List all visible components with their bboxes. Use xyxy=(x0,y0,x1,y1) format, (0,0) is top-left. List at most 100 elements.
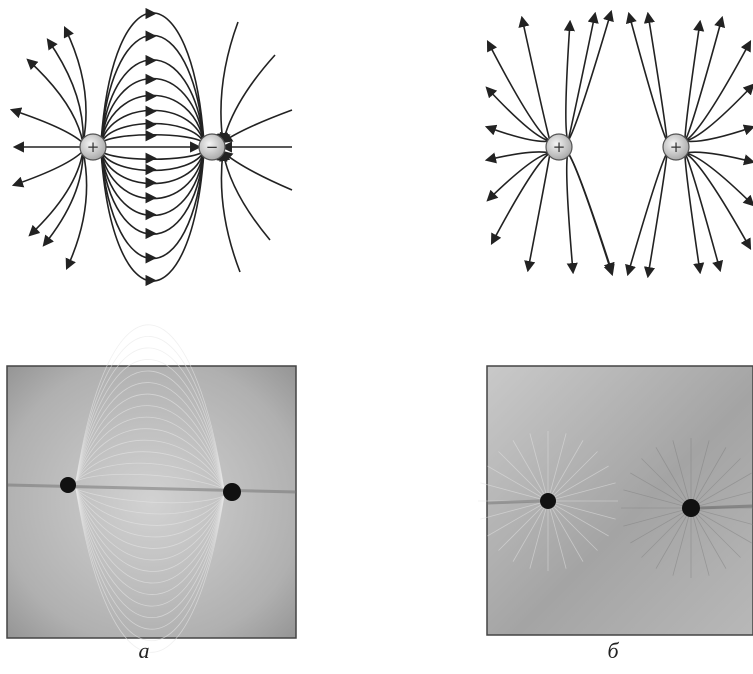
caption-b: б xyxy=(607,638,619,663)
photo-streak xyxy=(75,488,225,504)
photo-streak xyxy=(75,488,225,607)
photo-streak xyxy=(690,490,753,509)
photo-streak xyxy=(75,473,225,490)
photo-streak xyxy=(75,347,225,490)
photo-streak xyxy=(630,472,692,509)
field-line xyxy=(563,19,575,142)
field-line xyxy=(100,122,205,144)
field-line xyxy=(567,152,615,275)
photo-axis xyxy=(699,504,753,510)
photo-streak xyxy=(498,500,549,551)
charge: − xyxy=(198,133,226,161)
charge-sign: + xyxy=(670,138,683,156)
field-line xyxy=(625,11,668,142)
photo-streak xyxy=(547,465,609,502)
photo-streak xyxy=(623,507,692,527)
photo-streak xyxy=(547,500,609,537)
photo-streak xyxy=(547,482,616,502)
photo-charge-right xyxy=(682,499,700,517)
photo-streak xyxy=(487,465,549,502)
photo-streak xyxy=(75,405,225,490)
field-line xyxy=(100,34,205,144)
photo-streak xyxy=(690,447,727,509)
photo-streak xyxy=(75,488,225,572)
photo-streak xyxy=(75,488,225,630)
field-line xyxy=(567,152,615,277)
photo-charge-left xyxy=(540,493,556,509)
field-line xyxy=(485,86,551,142)
photo-streak xyxy=(690,458,741,509)
charge-circle xyxy=(198,133,226,161)
photo-streak xyxy=(75,488,225,595)
photo-charge-left xyxy=(60,477,76,493)
field-line xyxy=(63,25,87,144)
charge-sign: − xyxy=(206,138,219,156)
field-line xyxy=(65,150,88,271)
photo-streak xyxy=(547,433,567,502)
photo-streak xyxy=(75,488,225,561)
photo-streak xyxy=(487,500,549,537)
field-line xyxy=(486,152,551,202)
charge: + xyxy=(79,133,107,161)
field-line xyxy=(100,150,205,260)
photo-streak xyxy=(623,489,692,509)
photo-streak xyxy=(75,324,225,490)
charge: + xyxy=(662,133,690,161)
photo-streak xyxy=(512,500,549,562)
photo-streak xyxy=(480,500,549,520)
photo-streak xyxy=(529,433,549,502)
field-line xyxy=(625,152,668,277)
charge: + xyxy=(545,133,573,161)
photo-streak xyxy=(75,359,225,490)
field-line xyxy=(486,40,551,142)
photo-streak xyxy=(75,382,225,490)
field-line xyxy=(684,83,753,142)
photo-axis xyxy=(7,483,297,494)
like-charges-photo xyxy=(478,365,753,636)
photo-streak xyxy=(75,416,225,490)
photo-streak xyxy=(690,507,752,544)
field-line xyxy=(26,58,84,144)
dipole-photo xyxy=(6,324,297,653)
field-line xyxy=(567,9,614,142)
photo-streak xyxy=(75,370,225,490)
photo-axis xyxy=(487,499,541,505)
dipole-diagram: +− xyxy=(9,7,293,287)
photo-streak xyxy=(480,482,549,502)
field-line xyxy=(11,150,84,188)
photo-streak xyxy=(630,507,692,544)
field-line xyxy=(684,152,705,275)
field-line xyxy=(216,21,239,145)
photo-streak xyxy=(75,488,225,653)
photo-streak xyxy=(547,500,598,551)
field-line xyxy=(684,152,753,207)
field-line xyxy=(484,124,551,143)
field-line xyxy=(28,150,84,237)
photo-streak xyxy=(641,458,692,509)
field-line xyxy=(518,15,551,142)
charge-circle xyxy=(662,133,690,161)
photo-streak xyxy=(547,500,616,520)
charge-circle xyxy=(79,133,107,161)
photo-streak xyxy=(75,488,225,538)
photo-streak xyxy=(75,488,225,549)
photo-streak xyxy=(75,451,225,490)
photo-streak xyxy=(672,440,692,509)
photo-streak xyxy=(75,393,225,490)
field-line xyxy=(216,149,241,273)
photo-streak xyxy=(498,451,549,502)
photo-streak xyxy=(672,507,692,576)
field-line xyxy=(42,150,84,247)
field-line xyxy=(643,11,668,142)
photo-streak xyxy=(547,440,584,502)
photo-streak xyxy=(641,507,692,558)
photo-streak xyxy=(655,507,692,569)
charge-sign: + xyxy=(553,138,566,156)
field-line xyxy=(565,152,578,275)
photo-streak xyxy=(547,451,598,502)
photo-streak xyxy=(75,488,225,526)
photo-streak xyxy=(75,428,225,490)
like-charges-diagram: ++ xyxy=(484,9,753,279)
